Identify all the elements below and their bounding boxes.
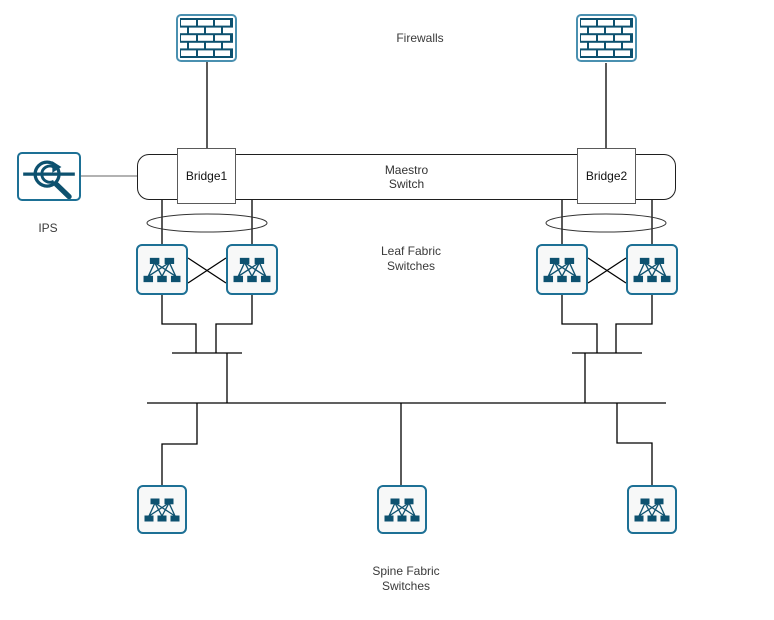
link-bus-spine3 — [616, 403, 653, 485]
spine-caption-line1: Spine Fabric — [372, 564, 440, 578]
spine-fabric-switch-1 — [137, 485, 187, 534]
leaf-fabric-switch-1 — [136, 244, 188, 295]
link-bus-spine1 — [161, 403, 198, 485]
aggregation-ellipse-right — [545, 213, 667, 233]
firewall-left-node — [176, 14, 237, 62]
fabric-switch-icon — [384, 496, 420, 524]
ips-node — [17, 152, 81, 201]
leaf-fabric-switch-3 — [536, 244, 588, 295]
cross-link-left — [187, 257, 227, 284]
fabric-switch-icon — [143, 255, 181, 285]
leaf-right-trunk — [561, 295, 653, 403]
fabric-switch-icon — [634, 496, 670, 524]
ips-icon — [20, 155, 78, 199]
bridge1-node: Bridge1 — [177, 148, 236, 204]
firewall-right-node — [576, 14, 637, 62]
fabric-switch-icon — [633, 255, 671, 285]
maestro-switch-label: Maestro Switch — [384, 163, 429, 191]
spine-switches-caption: Spine Fabric Switches — [372, 564, 439, 594]
spine-caption-line2: Switches — [381, 579, 431, 593]
fabric-switch-icon — [233, 255, 271, 285]
ips-caption: IPS — [38, 221, 58, 235]
bridge1-label: Bridge1 — [185, 169, 228, 183]
leaf-caption-line1: Leaf Fabric — [380, 244, 442, 258]
fabric-switch-icon — [543, 255, 581, 285]
spine-fabric-switch-3 — [627, 485, 677, 534]
firewall-icon — [176, 14, 237, 62]
firewalls-caption: Firewalls — [396, 31, 444, 45]
leaf-left-trunk — [161, 295, 253, 403]
leaf-switches-caption: Leaf Fabric Switches — [381, 244, 441, 274]
leaf-fabric-switch-2 — [226, 244, 278, 295]
leaf-fabric-switch-4 — [626, 244, 678, 295]
cross-link-right — [587, 257, 627, 284]
bridge2-label: Bridge2 — [585, 169, 628, 183]
leaf-caption-line2: Switches — [386, 259, 436, 273]
firewall-icon — [576, 14, 637, 62]
bridge2-node: Bridge2 — [577, 148, 636, 204]
aggregation-ellipse-left — [146, 213, 268, 233]
fabric-switch-icon — [144, 496, 180, 524]
spine-fabric-switch-2 — [377, 485, 427, 534]
